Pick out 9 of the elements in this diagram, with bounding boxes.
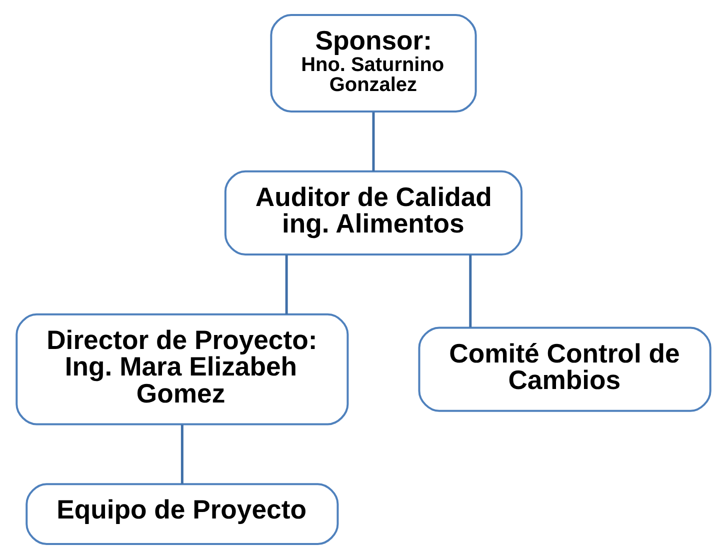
connector: [372, 112, 374, 172]
connector: [284, 254, 288, 314]
node-box: Sponsor: Hno. Saturnino Gonzalez: [270, 14, 476, 112]
connector: [468, 254, 472, 328]
node-box: Comité Control de Cambios: [418, 326, 711, 412]
node-box: Auditor de Calidad ing. Alimentos: [224, 170, 522, 256]
node-box: Director de Proyecto: Ing. Mara Elizabeh Gomez: [15, 313, 348, 426]
node-box: Equipo de Proyecto: [25, 483, 338, 545]
connector: [180, 424, 183, 484]
